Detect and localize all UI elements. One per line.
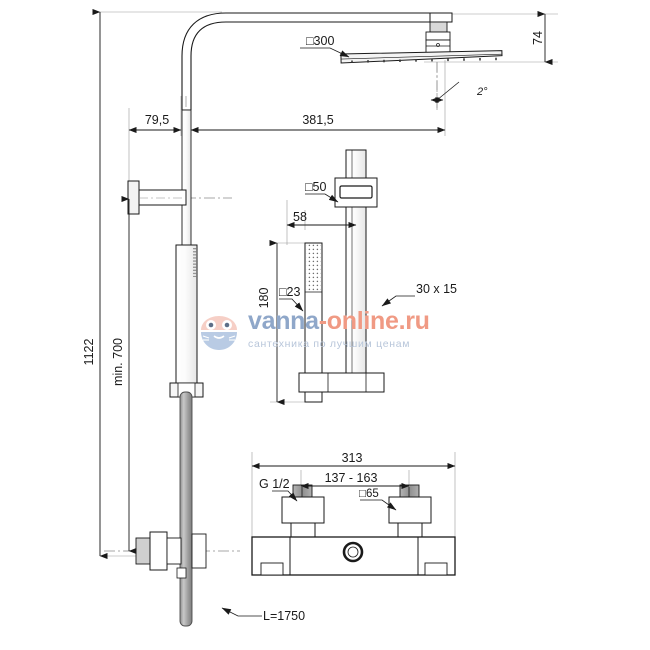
leader-lines — [221, 47, 415, 617]
dim-head-height: 74 — [531, 31, 545, 45]
dim-mixer-width: 313 — [342, 451, 363, 465]
dim-head-angle: 2° — [476, 86, 488, 98]
dim-inlet-thread: G 1/2 — [259, 477, 290, 491]
dim-riser-offset: 79,5 — [145, 113, 169, 127]
wall-outlet — [135, 531, 207, 579]
dim-handshower-size: □23 — [279, 285, 301, 299]
dim-inlet-spacing: 137 - 163 — [325, 471, 378, 485]
dim-total-height: 1122 — [82, 339, 96, 366]
shower-hose — [179, 391, 193, 627]
dim-hose-length: L=1750 — [263, 609, 305, 623]
shower-arm — [181, 12, 453, 111]
hand-shower-holder — [334, 177, 378, 208]
dim-bracket-size: □50 — [305, 180, 327, 194]
dim-arm-reach: 381,5 — [302, 113, 333, 127]
riser-pipe — [169, 109, 204, 398]
dim-handshower-len: 180 — [257, 288, 271, 309]
angle-indicator — [430, 62, 460, 110]
hand-shower-base — [298, 372, 385, 393]
dim-head-size: □300 — [306, 34, 334, 48]
dimension-text-group: 74 □300 2° 79,5 381,5 □50 58 180 □23 30 … — [82, 31, 545, 623]
dimension-lines — [92, 8, 553, 560]
shower-nozzles — [351, 57, 497, 63]
thermostatic-mixer — [251, 484, 456, 576]
wall-bracket — [127, 180, 187, 215]
overhead-shower — [340, 21, 503, 64]
hand-shower — [304, 242, 323, 403]
dim-handle-size: □65 — [359, 488, 379, 500]
dim-min-height: min. 700 — [111, 338, 125, 386]
dim-rail-profile: 30 x 15 — [416, 282, 457, 296]
dim-handshower-offset: 58 — [293, 210, 307, 224]
